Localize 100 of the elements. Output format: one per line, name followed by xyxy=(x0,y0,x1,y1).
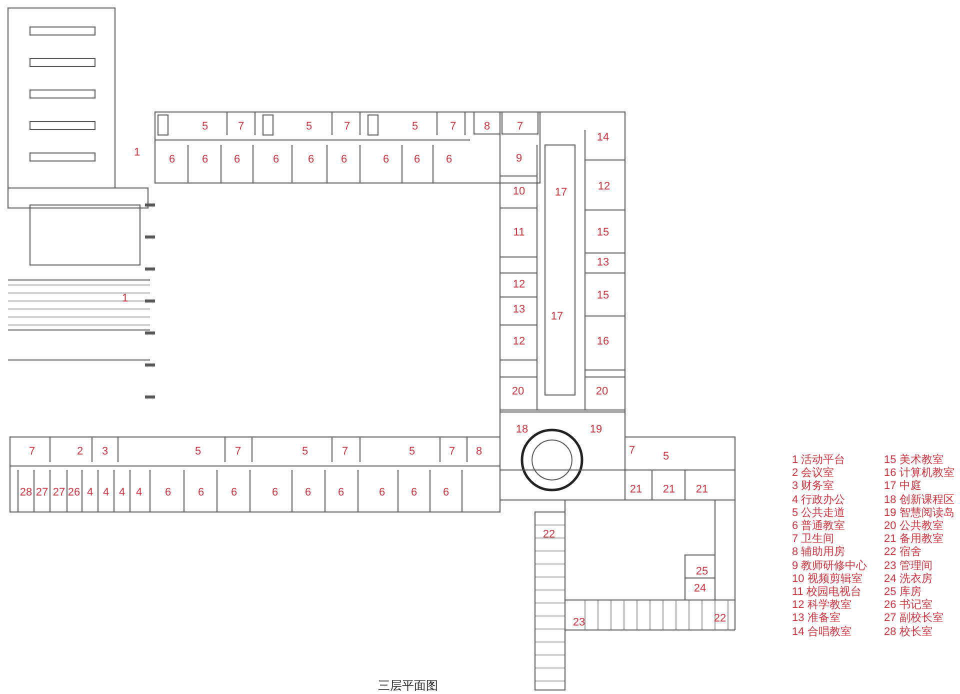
legend-entry: 20 公共教室 xyxy=(884,521,944,532)
legend-entry: 27 副校长室 xyxy=(884,613,944,624)
legend-entry: 21 备用教室 xyxy=(884,534,944,546)
legend-entry: 17 中庭 xyxy=(884,481,922,492)
room-number: 28 xyxy=(20,488,32,498)
legend-entry: 19 智慧阅读岛 xyxy=(884,508,954,519)
room-number: 7 xyxy=(516,122,524,132)
room-number: 6 xyxy=(234,154,240,166)
room-number: 5 xyxy=(412,122,418,132)
room-number: 6 xyxy=(198,488,204,498)
room-number: 16 xyxy=(596,336,610,348)
room-number: 6 xyxy=(442,488,450,498)
room-number: 27 xyxy=(52,488,66,498)
room-number: 21 xyxy=(630,484,642,496)
room-number: 7 xyxy=(234,446,242,458)
legend-entry: 13 准备室 xyxy=(792,613,840,624)
legend-entry: 24 洗衣房 xyxy=(884,574,932,585)
room-number: 13 xyxy=(596,258,610,268)
room-number: 7 xyxy=(28,446,36,458)
room-number: 23 xyxy=(572,618,586,628)
legend-entry: 14 合唱教室 xyxy=(792,626,852,638)
room-number: 6 xyxy=(202,154,208,166)
room-number: 21 xyxy=(662,484,676,496)
legend-entry: 15 美术教室 xyxy=(884,455,944,466)
room-number: 13 xyxy=(512,304,526,316)
legend-entry: 1 活动平台 xyxy=(792,455,846,466)
room-number: 6 xyxy=(382,154,390,166)
legend-entry: 22 宿舍 xyxy=(884,547,922,558)
room-number: 6 xyxy=(410,488,418,498)
room-number: 4 xyxy=(86,488,94,498)
room-number: 1 xyxy=(122,294,128,304)
room-number: 24 xyxy=(694,584,706,594)
room-number: 7 xyxy=(342,446,348,458)
legend-entry: 16 计算机教室 xyxy=(884,468,954,480)
room-number: 7 xyxy=(450,122,456,132)
room-number: 1 xyxy=(134,148,140,158)
legend-entry: 12 科学教室 xyxy=(792,600,852,612)
room-number: 12 xyxy=(598,182,610,192)
room-number: 6 xyxy=(446,154,452,166)
legend-entry: 6 普通教室 xyxy=(792,521,846,532)
room-number: 6 xyxy=(272,488,278,498)
room-number: 20 xyxy=(596,386,608,398)
plan-title: 三层平面图 xyxy=(378,678,438,694)
legend-entry: 7 卫生间 xyxy=(792,534,834,546)
room-number: 6 xyxy=(414,154,420,166)
legend-entry: 28 校长室 xyxy=(884,626,932,638)
room-number: 5 xyxy=(408,446,416,458)
room-number: 6 xyxy=(378,488,386,498)
room-number: 27 xyxy=(36,488,48,498)
room-number: 11 xyxy=(513,228,525,238)
room-number: 26 xyxy=(68,488,80,498)
room-number: 17 xyxy=(554,188,568,198)
room-number: 18 xyxy=(516,424,528,436)
room-number: 22 xyxy=(542,530,556,540)
room-number: 4 xyxy=(136,488,142,498)
room-number: 21 xyxy=(696,484,708,496)
legend-entry: 25 库房 xyxy=(884,587,922,598)
room-number: 4 xyxy=(118,488,126,498)
room-number: 7 xyxy=(448,446,456,458)
room-number: 8 xyxy=(484,122,490,132)
room-number: 5 xyxy=(306,122,312,132)
room-number: 10 xyxy=(512,186,526,198)
room-number: 22 xyxy=(714,614,726,624)
room-number: 14 xyxy=(596,132,610,144)
legend-entry: 2 会议室 xyxy=(792,468,834,480)
room-number: 7 xyxy=(344,122,350,132)
legend-entry: 23 管理间 xyxy=(884,560,932,572)
room-number: 6 xyxy=(338,488,344,498)
room-number: 15 xyxy=(596,228,610,238)
room-number: 15 xyxy=(596,290,610,302)
room-number: 5 xyxy=(302,446,308,458)
legend-entry: 18 创新课程区 xyxy=(884,494,954,506)
room-number: 12 xyxy=(512,336,526,348)
room-number: 25 xyxy=(696,566,708,578)
room-number: 2 xyxy=(76,446,84,458)
room-number: 5 xyxy=(662,452,670,462)
room-number: 19 xyxy=(590,424,602,436)
room-number: 12 xyxy=(512,280,526,290)
room-number: 3 xyxy=(102,446,108,458)
room-number: 5 xyxy=(194,446,202,458)
room-number: 4 xyxy=(102,488,110,498)
room-number: 6 xyxy=(340,154,348,166)
room-number: 20 xyxy=(512,386,524,398)
room-number: 8 xyxy=(476,446,482,458)
room-number: 7 xyxy=(628,446,636,456)
legend-entry: 10 视频剪辑室 xyxy=(792,574,862,585)
room-number: 6 xyxy=(308,154,314,166)
room-number: 6 xyxy=(168,154,176,166)
room-number: 7 xyxy=(238,122,244,132)
legend-entry: 8 辅助用房 xyxy=(792,547,846,558)
room-number: 17 xyxy=(550,312,564,322)
legend-entry: 11 校园电视台 xyxy=(792,587,862,598)
room-number: 6 xyxy=(164,488,172,498)
room-number: 6 xyxy=(272,154,280,166)
room-number: 5 xyxy=(202,122,208,132)
legend-entry: 26 书记室 xyxy=(884,600,932,612)
legend-entry: 9 教师研修中心 xyxy=(792,560,868,572)
room-number: 9 xyxy=(516,154,522,164)
room-number: 6 xyxy=(230,488,238,498)
legend-entry: 5 公共走道 xyxy=(792,508,846,519)
